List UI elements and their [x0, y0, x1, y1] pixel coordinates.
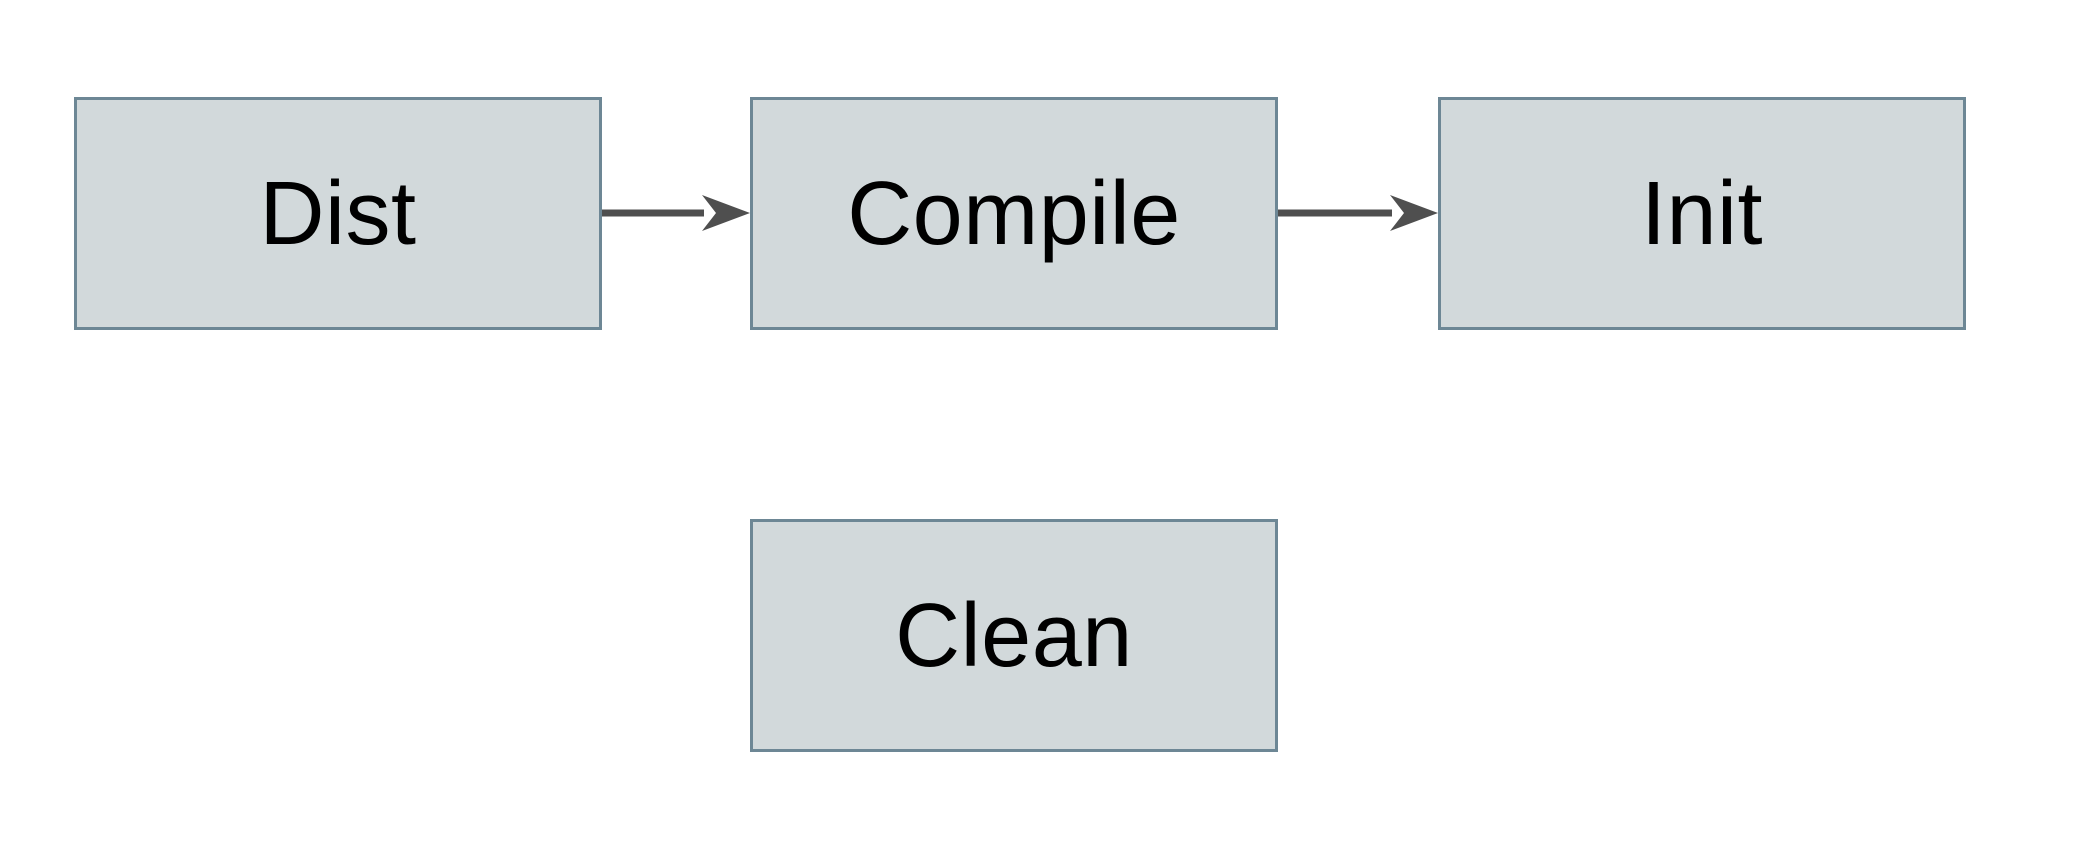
node-compile-label: Compile — [847, 163, 1181, 264]
arrow-compile-to-init[interactable] — [1278, 195, 1438, 231]
arrowhead-icon — [1390, 195, 1438, 231]
node-compile[interactable]: Compile — [750, 97, 1278, 330]
node-dist[interactable]: Dist — [74, 97, 602, 330]
arrow-dist-to-compile[interactable] — [602, 195, 750, 231]
arrowhead-icon — [702, 195, 750, 231]
node-init[interactable]: Init — [1438, 97, 1966, 330]
node-init-label: Init — [1640, 163, 1764, 264]
node-clean[interactable]: Clean — [750, 519, 1278, 752]
node-dist-label: Dist — [259, 163, 417, 264]
node-clean-label: Clean — [895, 585, 1133, 686]
